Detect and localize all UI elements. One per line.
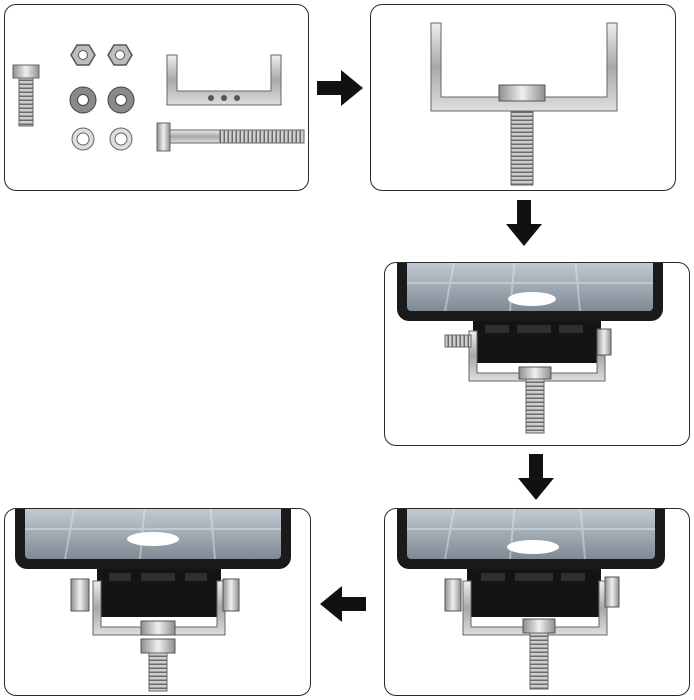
hex-nut xyxy=(140,620,176,636)
hex-nut xyxy=(70,44,96,66)
bolt xyxy=(148,652,168,692)
side-nut xyxy=(604,576,620,608)
step-5-panel xyxy=(4,508,311,696)
lock-washer xyxy=(107,86,135,114)
arrow-down-icon xyxy=(506,200,542,246)
side-nut xyxy=(70,578,90,612)
step-2-panel xyxy=(370,4,676,191)
side-nut xyxy=(444,578,462,612)
mount-base xyxy=(97,569,221,617)
arrow-right-icon xyxy=(317,70,363,106)
lock-washer xyxy=(69,86,97,114)
bolt xyxy=(525,378,545,434)
bolt xyxy=(510,110,534,186)
hex-nut xyxy=(498,84,546,102)
mount-base xyxy=(467,569,601,617)
hex-nut xyxy=(107,44,133,66)
bolt xyxy=(529,632,549,690)
step-3-panel xyxy=(384,262,690,446)
work-light xyxy=(397,509,665,569)
u-bracket xyxy=(92,580,226,636)
step-4-panel xyxy=(384,508,690,696)
side-bolt xyxy=(444,334,472,348)
long-bolt xyxy=(156,122,305,152)
flat-washer xyxy=(109,127,133,151)
step-1-panel xyxy=(4,4,309,191)
arrow-left-icon xyxy=(320,586,366,622)
side-nut xyxy=(222,578,240,612)
hex-nut xyxy=(518,366,552,380)
flat-washer xyxy=(71,127,95,151)
work-light xyxy=(397,263,663,321)
u-bracket xyxy=(462,580,608,636)
work-light xyxy=(15,509,291,569)
side-nut xyxy=(596,328,612,356)
arrow-down-icon xyxy=(518,454,554,500)
hex-nut xyxy=(140,638,176,654)
u-bracket xyxy=(430,22,618,112)
u-bracket xyxy=(166,54,282,106)
mount-base xyxy=(473,321,601,363)
hex-nut xyxy=(522,618,556,634)
short-bolt xyxy=(12,64,40,127)
